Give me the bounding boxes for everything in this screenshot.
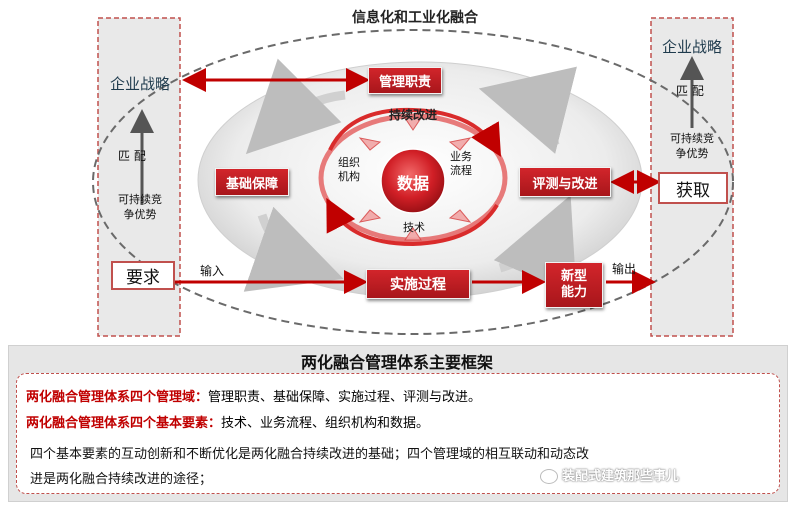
evaluation-improvement-box: 评测与改进 bbox=[519, 167, 611, 197]
watermark-text: 装配式建筑那些事儿 bbox=[562, 469, 680, 484]
implementation-box: 实施过程 bbox=[366, 269, 470, 299]
right-advantage-line1: 可持续竞 bbox=[670, 132, 714, 145]
summary-line-1-heading: 两化融合管理体系四个管理域： bbox=[26, 390, 209, 405]
summary-line-4: 进是两化融合持续改进的途径； bbox=[30, 472, 213, 487]
process-label: 业务 流程 bbox=[450, 150, 472, 178]
summary-line-2-heading: 两化融合管理体系四个基本要素： bbox=[26, 416, 222, 431]
left-advantage-line1: 可持续竞 bbox=[118, 193, 162, 206]
summary-line-1-text: 管理职责、基础保障、实施过程、评测与改进。 bbox=[208, 390, 482, 405]
continuous-improvement-label: 持续改进 bbox=[388, 108, 437, 122]
summary-line-2-text: 技术、业务流程、组织机构和数据。 bbox=[221, 416, 430, 431]
outer-ellipse bbox=[92, 29, 734, 335]
summary-title: 两化融合管理体系主要框架 bbox=[300, 353, 493, 372]
management-duty-box: 管理职责 bbox=[368, 67, 442, 94]
output-label: 输出 bbox=[612, 262, 637, 276]
org-label-line2: 机构 bbox=[338, 170, 360, 183]
core-circle bbox=[380, 148, 446, 214]
requirement-box: 要求 bbox=[111, 261, 175, 290]
base-support-box: 基础保障 bbox=[215, 168, 289, 196]
data-core-label: 数据 bbox=[396, 174, 429, 193]
input-label: 输入 bbox=[200, 264, 225, 278]
org-label: 组织 机构 bbox=[338, 156, 360, 184]
new-capability-line2: 能力 bbox=[560, 285, 587, 300]
summary-line-2: 两化融合管理体系四个基本要素：技术、业务流程、组织机构和数据。 bbox=[26, 412, 429, 431]
watermark: 装配式建筑那些事儿 bbox=[540, 465, 679, 484]
tech-label: 技术 bbox=[403, 221, 425, 234]
right-match-label: 匹 配 bbox=[676, 84, 704, 98]
left-advantage-line2: 争优势 bbox=[123, 208, 157, 221]
wechat-icon bbox=[540, 469, 558, 484]
right-advantage-line2: 争优势 bbox=[675, 147, 709, 160]
new-capability-box: 新型 能力 bbox=[545, 262, 603, 308]
summary-line-1: 两化融合管理体系四个管理域：管理职责、基础保障、实施过程、评测与改进。 bbox=[26, 386, 481, 405]
diagram-title: 信息化和工业化融合 bbox=[352, 10, 478, 26]
obtain-box: 获取 bbox=[658, 172, 728, 204]
right-advantage: 可持续竞 争优势 bbox=[652, 131, 732, 161]
process-label-line2: 流程 bbox=[450, 164, 472, 177]
right-strategy-label: 企业战略 bbox=[661, 38, 722, 56]
left-strategy-label: 企业战略 bbox=[109, 75, 170, 93]
org-label-line1: 组织 bbox=[338, 156, 360, 169]
summary-text-box bbox=[16, 373, 780, 494]
left-match-label: 匹 配 bbox=[118, 149, 146, 163]
left-advantage: 可持续竞 争优势 bbox=[100, 192, 180, 222]
new-capability-line1: 新型 bbox=[560, 269, 587, 284]
process-label-line1: 业务 bbox=[450, 150, 472, 163]
summary-line-3: 四个基本要素的互动创新和不断优化是两化融合持续改进的基础；四个管理域的相互联动和… bbox=[30, 447, 590, 462]
